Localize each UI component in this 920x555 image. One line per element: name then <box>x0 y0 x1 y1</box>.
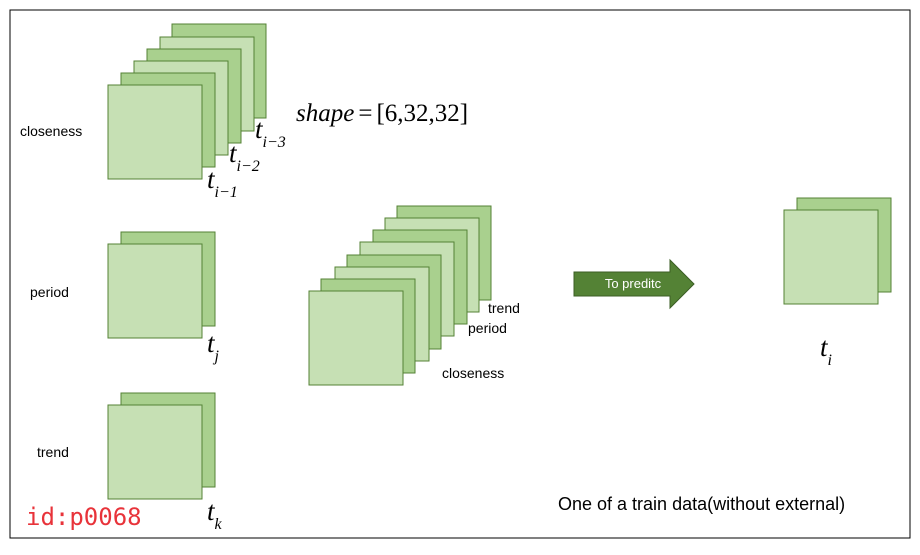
trend-frame-1 <box>107 404 203 500</box>
combined-frame-1 <box>308 290 404 386</box>
t-i-minus-3-label: ti−3 <box>255 114 286 151</box>
t-i-minus-1-label: ti−1 <box>207 164 238 201</box>
period-stack <box>107 231 216 339</box>
target-frame-1 <box>783 209 879 305</box>
t-j-label: tj <box>207 328 220 365</box>
shape-annotation: shape=[6,32,32] <box>296 100 468 127</box>
stack-period-label: period <box>468 320 507 336</box>
t-i-label: ti <box>820 332 832 369</box>
t-i-minus-2-label: ti−2 <box>229 138 260 175</box>
arrow-label: To preditc <box>605 276 662 291</box>
watermark-id: id:p0068 <box>26 503 142 531</box>
closeness-label: closeness <box>20 123 82 139</box>
period-frame-1 <box>107 243 203 339</box>
combined-stack <box>308 205 492 386</box>
caption: One of a train data(without external) <box>558 494 845 514</box>
closeness-frame-1 <box>107 84 203 180</box>
target-stack <box>783 197 892 305</box>
arrow-shape <box>573 258 695 310</box>
period-label: period <box>30 284 69 300</box>
t-k-label: tk <box>207 496 223 533</box>
trend-label: trend <box>37 444 69 460</box>
trend-stack <box>107 392 216 500</box>
stack-closeness-label: closeness <box>442 365 504 381</box>
predict-arrow: To preditc <box>573 258 695 310</box>
stack-trend-label: trend <box>488 300 520 316</box>
closeness-stack <box>107 23 267 180</box>
